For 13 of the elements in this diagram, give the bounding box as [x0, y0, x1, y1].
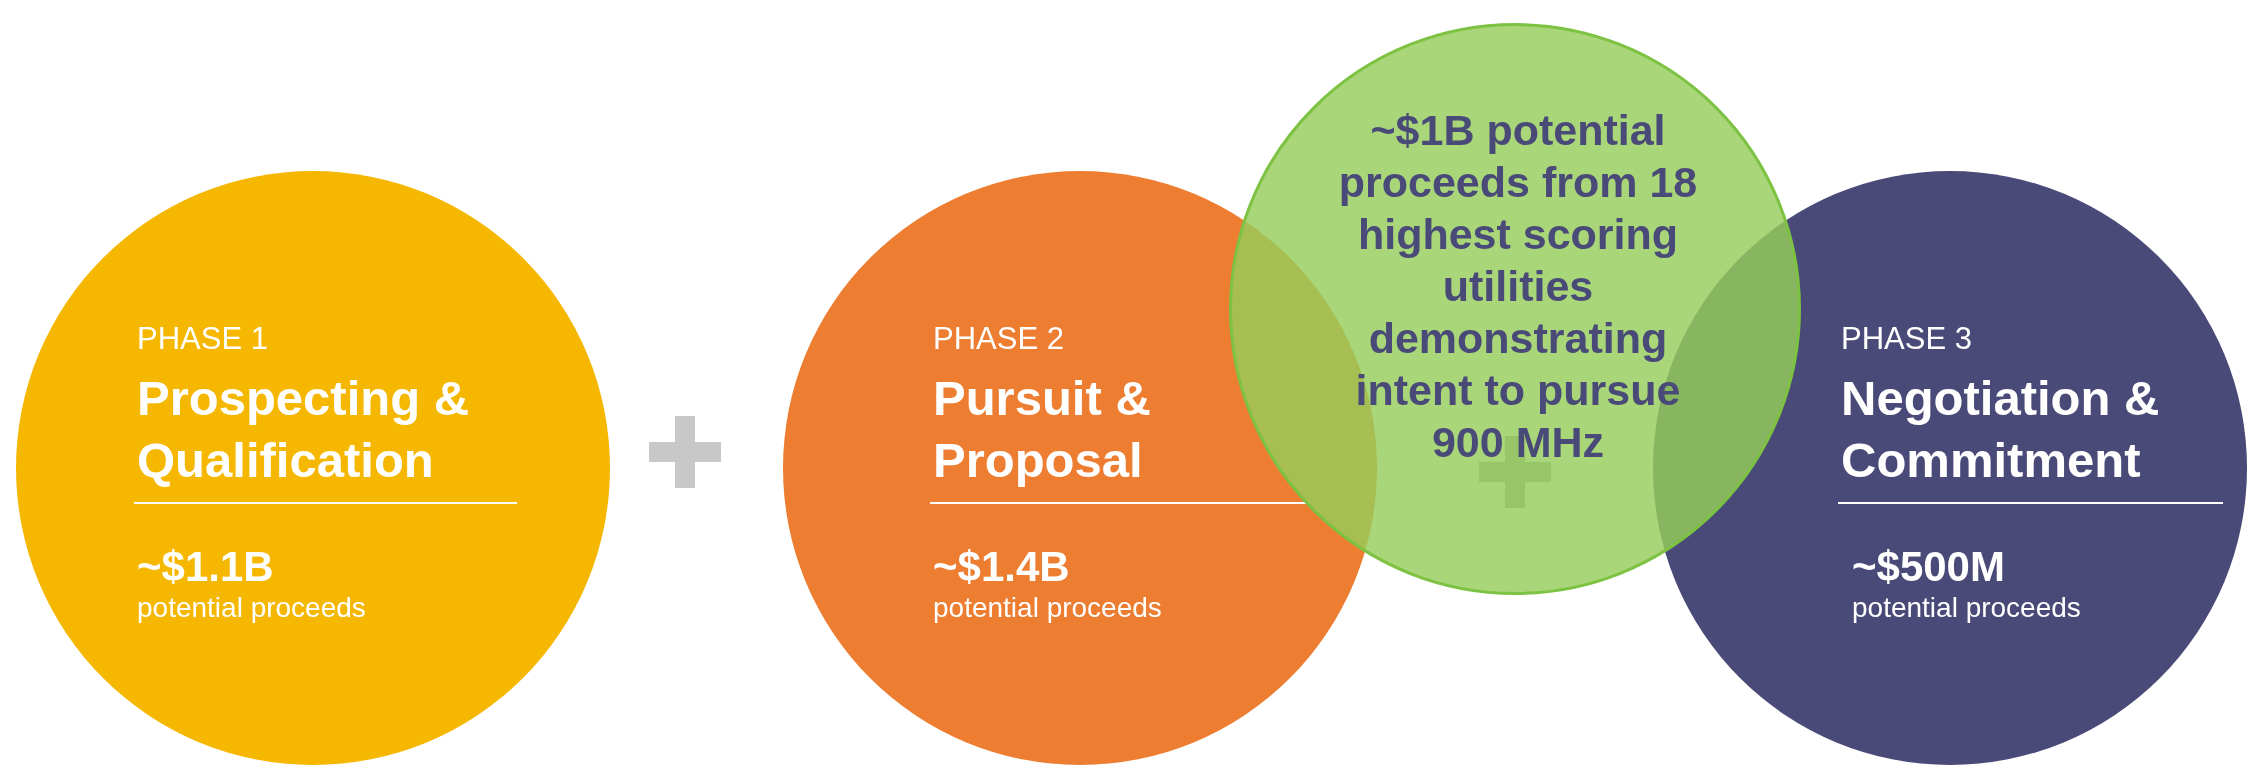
proceeds-caption: potential proceeds — [137, 591, 366, 625]
phase-title: Negotiation & Commitment — [1841, 370, 2161, 489]
proceeds-caption: potential proceeds — [933, 591, 1162, 625]
phase-label: PHASE 2 — [933, 321, 1064, 357]
callout-text: ~$1B potential proceeds from 18 highest scoring utilities demonstrating intent to pursue 900 MHz — [1337, 105, 1699, 468]
phase-label: PHASE 3 — [1841, 321, 1972, 357]
proceeds-caption: potential proceeds — [1852, 591, 2081, 625]
phase-label: PHASE 1 — [137, 321, 268, 357]
proceeds-value: ~$500M — [1852, 543, 2005, 591]
phase-title: Pursuit & Proposal — [933, 370, 1152, 489]
phase-title: Prospecting & Qualification — [137, 370, 471, 489]
proceeds-value: ~$1.4B — [933, 543, 1070, 591]
proceeds-value: ~$1.1B — [137, 543, 274, 591]
